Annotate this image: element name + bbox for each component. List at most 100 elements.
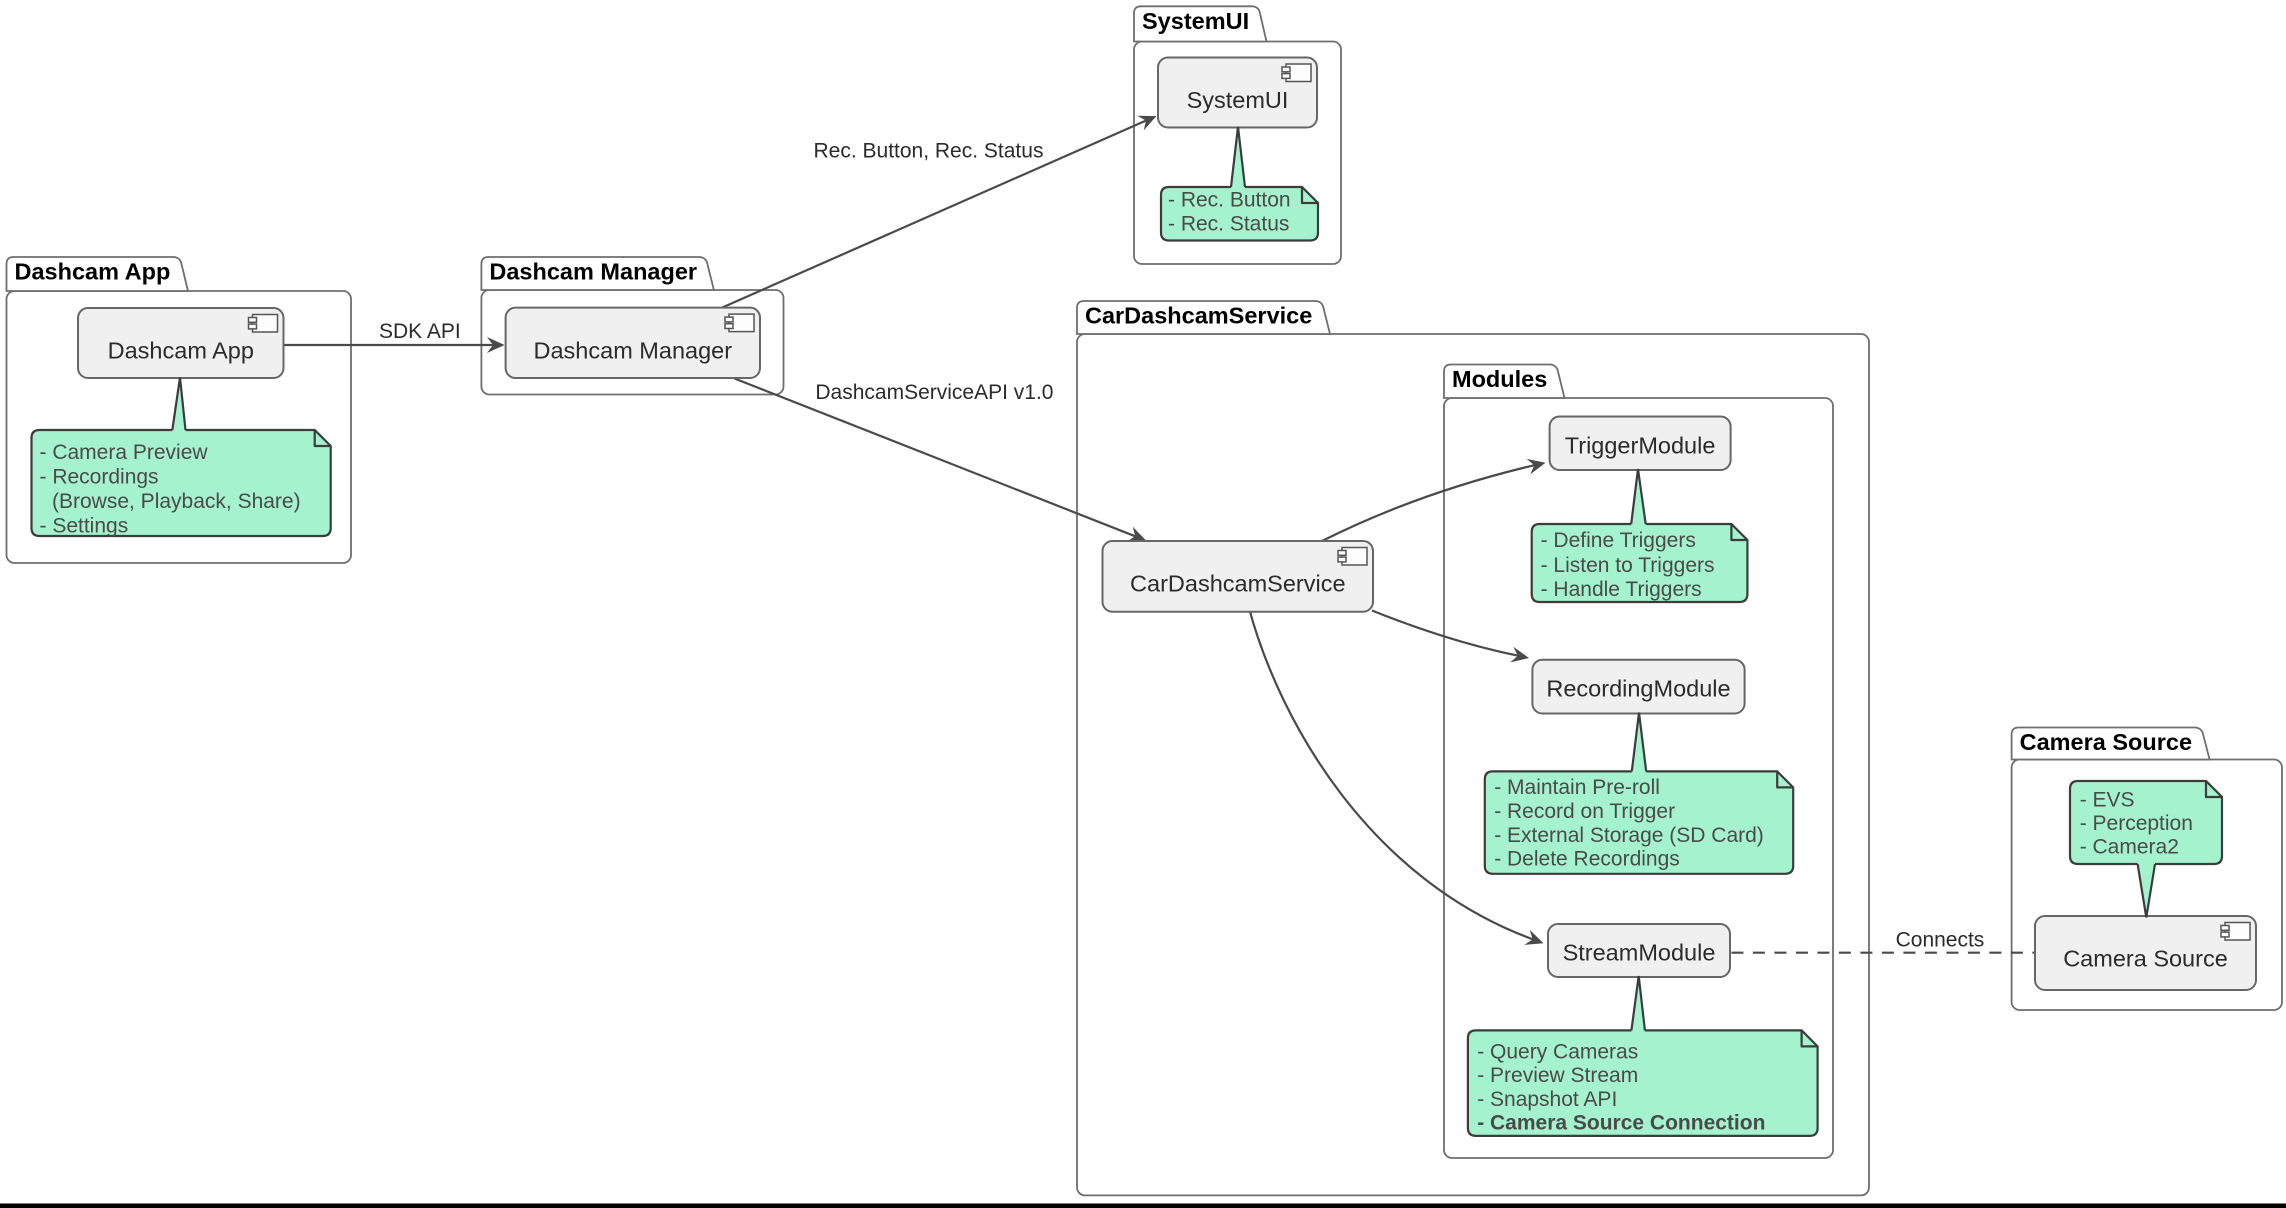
note-stream-module-pointer-edge	[1630, 975, 1646, 1031]
note-dashcam-app-line-1: - Camera Preview	[40, 441, 209, 464]
component-dashcam-manager-label: Dashcam Manager	[534, 338, 733, 364]
note-camera-source-pointer	[2137, 861, 2155, 918]
edge-dashcam-service-api-arrowhead	[1126, 526, 1146, 542]
edge-sdk-api-label: SDK API	[379, 320, 461, 343]
edge-dashcam-service-api-line	[734, 377, 1138, 539]
package-dashcam-manager-tab	[480, 256, 716, 291]
note-stream-module-line-4: - Camera Source Connection	[1477, 1112, 1765, 1135]
note-trigger-module-line-2: - Listen to Triggers	[1541, 554, 1715, 577]
component-systemui: SystemUI	[1157, 56, 1318, 129]
note-dashcam-app-line-3: (Browse, Playback, Share)	[52, 490, 301, 513]
package-car-dashcam-service-tab	[1076, 300, 1332, 335]
edge-cds-recording-line	[1371, 609, 1521, 658]
component-dashcam-manager-box	[504, 306, 761, 380]
edge-cds-stream-line	[1248, 611, 1536, 942]
note-recording-module-line-1: - Maintain Pre-roll	[1494, 776, 1660, 799]
note-dashcam-app-pointer	[172, 377, 186, 433]
note-stream-module: - Query Cameras - Preview Stream - Snaps…	[1466, 975, 1819, 1137]
edge-cds-recording	[1371, 609, 1529, 663]
component-camera-source: Camera Source	[2034, 915, 2257, 991]
component-dashcam-manager: Dashcam Manager	[504, 306, 761, 380]
edge-connects: Connects	[1731, 929, 2035, 954]
note-dashcam-app: - Camera Preview - Recordings (Browse, P…	[30, 377, 332, 538]
component-icon	[724, 313, 755, 333]
note-systemui-pointer-edge	[1229, 126, 1247, 188]
note-camera-source-line-1: - EVS	[2080, 789, 2135, 812]
package-camera-source-tab	[2010, 726, 2211, 761]
note-recording-module-line-2: - Record on Trigger	[1494, 800, 1675, 823]
component-recording-module-label: RecordingModule	[1546, 676, 1730, 702]
note-camera-source: - EVS - Perception - Camera2	[2068, 779, 2224, 918]
note-stream-module-line-1: - Query Cameras	[1477, 1040, 1638, 1063]
note-recording-module: - Maintain Pre-roll - Record on Trigger …	[1483, 712, 1795, 875]
note-trigger-module-body	[1530, 522, 1749, 604]
note-trigger-module-line-1: - Define Triggers	[1541, 529, 1696, 552]
component-icon	[1337, 546, 1368, 566]
component-camera-source-label: Camera Source	[2063, 946, 2228, 972]
note-camera-source-line-3: - Camera2	[2080, 835, 2179, 858]
edge-cds-stream-arrowhead	[1524, 929, 1544, 945]
edge-sdk-api-arrowhead	[487, 337, 505, 353]
note-camera-source-line-2: - Perception	[2080, 812, 2193, 835]
note-systemui-pointer	[1231, 126, 1245, 190]
package-dashcam-app-tab	[5, 256, 190, 292]
edge-rec-button-status-arrowhead	[1137, 115, 1157, 131]
note-systemui-line-2: - Rec. Status	[1168, 213, 1289, 236]
package-camera-source-title: Camera Source	[2020, 729, 2192, 755]
component-stream-module-label: StreamModule	[1563, 940, 1716, 966]
edge-cds-trigger	[1321, 458, 1546, 542]
note-stream-module-line-3: - Snapshot API	[1477, 1088, 1617, 1111]
edge-dashcam-service-api: DashcamServiceAPI v1.0	[734, 377, 1146, 542]
edge-sdk-api: SDK API	[283, 320, 505, 353]
component-icon	[2220, 921, 2251, 941]
note-dashcam-app-pointer-edge	[171, 377, 187, 431]
edge-cds-stream	[1248, 611, 1544, 945]
component-trigger-module-label: TriggerModule	[1565, 433, 1716, 459]
note-dashcam-app-body	[30, 428, 332, 538]
note-dashcam-app-line-4: - Settings	[40, 514, 129, 537]
note-stream-module-line-2: - Preview Stream	[1477, 1064, 1638, 1087]
note-trigger-module-fold	[1730, 524, 1748, 542]
note-recording-module-line-4: - Delete Recordings	[1494, 848, 1680, 871]
note-camera-source-pointer-edge	[2136, 863, 2157, 918]
edge-connects-label: Connects	[1896, 929, 1985, 952]
edge-cds-recording-arrowhead	[1510, 646, 1529, 663]
note-recording-module-fold	[1776, 771, 1794, 789]
component-systemui-label: SystemUI	[1187, 87, 1289, 113]
component-dashcam-app-label: Dashcam App	[108, 338, 254, 364]
note-systemui: - Rec. Button - Rec. Status	[1159, 126, 1320, 242]
note-trigger-module-line-3: - Handle Triggers	[1541, 578, 1702, 601]
package-dashcam-manager-title: Dashcam Manager	[489, 259, 697, 285]
note-camera-source-body	[2068, 779, 2224, 866]
note-dashcam-app-fold	[313, 430, 331, 448]
component-stream-module: StreamModule	[1547, 923, 1731, 978]
package-dashcam-app-title: Dashcam App	[15, 259, 171, 285]
component-dashcam-app: Dashcam App	[77, 307, 285, 379]
note-dashcam-app-line-2: - Recordings	[40, 466, 159, 489]
component-trigger-module-box	[1548, 415, 1732, 471]
component-trigger-module: TriggerModule	[1548, 415, 1732, 471]
package-modules-tab	[1443, 363, 1566, 399]
component-car-dashcam-service-label: CarDashcamService	[1130, 571, 1345, 597]
note-stream-module-body	[1466, 1029, 1819, 1137]
package-car-dashcam-service-title: CarDashcamService	[1085, 303, 1312, 329]
package-modules-title: Modules	[1452, 366, 1547, 392]
note-camera-source-fold	[2204, 781, 2222, 799]
note-recording-module-pointer-edge	[1630, 712, 1648, 772]
edge-rec-button-status-label: Rec. Button, Rec. Status	[814, 140, 1044, 163]
component-recording-module: RecordingModule	[1531, 658, 1746, 715]
window-bottom-edge	[0, 1203, 2286, 1208]
note-stream-module-fold	[1800, 1030, 1818, 1048]
component-car-dashcam-service-box	[1101, 540, 1374, 613]
note-trigger-module-pointer	[1631, 469, 1646, 527]
note-recording-module-pointer	[1631, 712, 1647, 775]
note-systemui-body	[1159, 185, 1320, 242]
edge-rec-button-status: Rec. Button, Rec. Status	[721, 115, 1157, 309]
note-recording-module-line-3: - External Storage (SD Card)	[1494, 824, 1764, 847]
edge-rec-button-status-line	[721, 118, 1149, 309]
note-stream-module-pointer	[1631, 976, 1645, 1034]
note-systemui-line-1: - Rec. Button	[1168, 189, 1291, 212]
package-systemui-title: SystemUI	[1142, 8, 1249, 34]
edge-dashcam-service-api-label: DashcamServiceAPI v1.0	[815, 381, 1053, 404]
